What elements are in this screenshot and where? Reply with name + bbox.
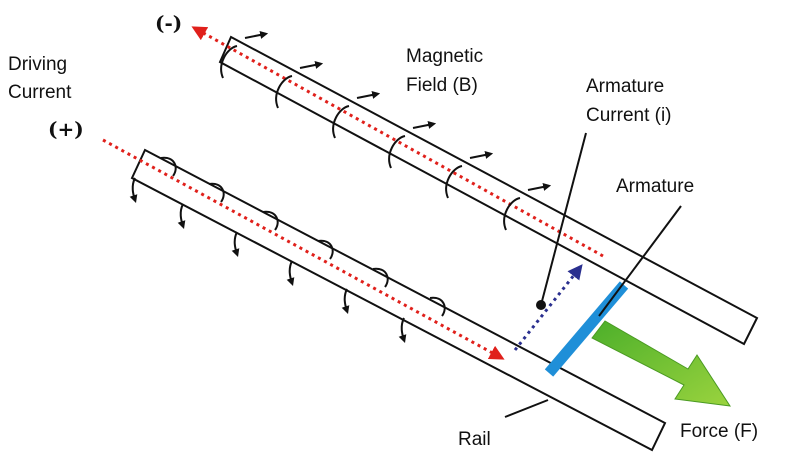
upper-rail [218,35,759,346]
armature-label: Armature [616,176,694,197]
field-mark-upper [220,34,265,79]
field-mark-upper [388,124,433,169]
field-mark-upper [503,186,548,231]
field-mark-lower [235,210,279,254]
magnetic-field-label-line1: Magnetic [406,46,483,67]
armature-current-arrow [513,264,583,351]
driving-current-label-line2: Current [8,82,72,103]
magnetic-field-label-line2: Field (B) [406,75,478,96]
field-mark-upper [445,154,490,199]
armature-current-label-line1: Armature [586,76,664,97]
armature-leader [598,205,682,317]
driving-current-lower [102,138,505,360]
force-arrow [591,320,732,407]
field-mark-lower [181,182,225,226]
field-mark-lower [402,296,446,340]
armature-current-leader [540,132,587,306]
driving-current-label-line1: Driving [8,54,67,75]
armature-current-leader-dot [536,300,546,310]
field-mark-lower [133,156,177,200]
magnetic-field-marks [133,34,548,340]
plus-terminal-label: (+) [48,117,84,141]
minus-terminal-label: (-) [155,11,182,35]
field-mark-lower [290,239,334,283]
driving-current-upper [191,26,604,258]
force-label: Force (F) [680,421,758,442]
rail-leader [504,399,549,418]
armature-current-label-line2: Current (i) [586,105,672,126]
rail-label: Rail [458,429,491,450]
field-mark-lower [345,267,389,311]
field-mark-upper [332,94,377,139]
field-mark-upper [275,64,320,109]
